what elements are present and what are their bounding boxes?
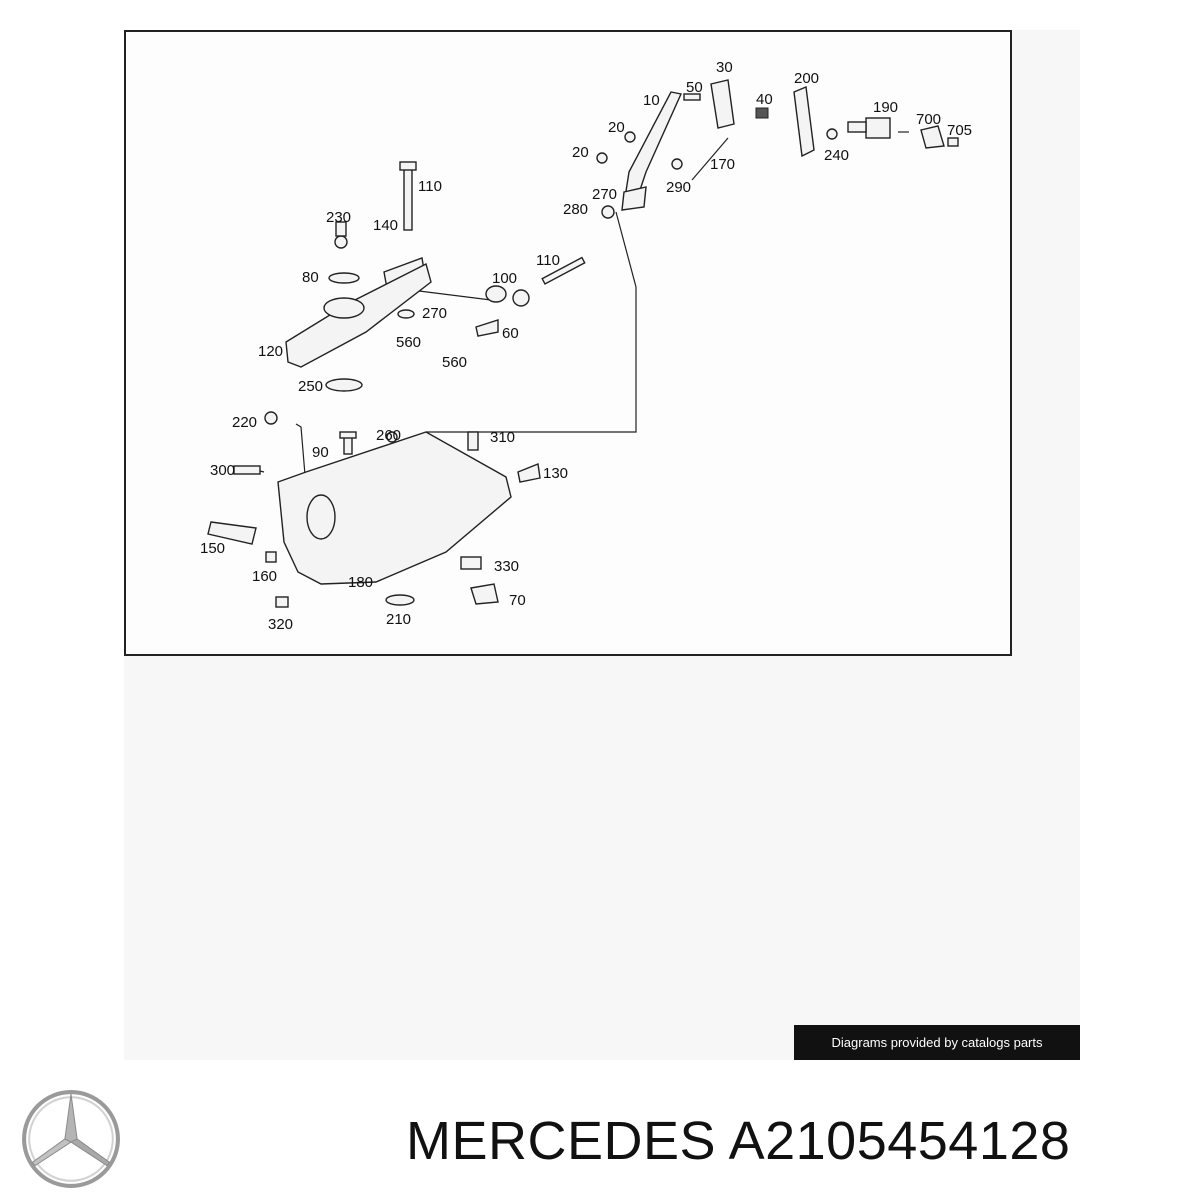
- callout-130: 130: [543, 465, 568, 482]
- callout-290: 290: [666, 179, 691, 196]
- callout-110-upper: 110: [418, 178, 442, 195]
- callout-30: 30: [716, 59, 733, 76]
- callout-80: 80: [302, 269, 319, 286]
- callout-705: 705: [947, 122, 972, 139]
- part-number: A2105454128: [728, 1111, 1071, 1171]
- callout-170: 170: [710, 156, 735, 173]
- callout-160: 160: [252, 568, 277, 585]
- callout-120: 120: [258, 343, 283, 360]
- callout-labels: 10 20 20 30 40 50 60 70 80 90 100 110 11…: [200, 59, 972, 633]
- callout-300: 300: [210, 462, 235, 479]
- leader-lines: [243, 131, 909, 581]
- callout-260: 260: [376, 427, 401, 444]
- pedal-lever-assembly: [596, 79, 959, 219]
- callout-100: 100: [492, 270, 517, 287]
- callout-270-upper: 270: [592, 186, 617, 203]
- diagram-drawing: 10 20 20 30 40 50 60 70 80 90 100 110 11…: [200, 59, 972, 633]
- callout-250: 250: [298, 378, 323, 395]
- callout-20-upper: 20: [608, 119, 625, 136]
- callout-90: 90: [312, 444, 329, 461]
- callout-20-lower: 20: [572, 144, 589, 161]
- callout-210: 210: [386, 611, 411, 628]
- callout-280: 280: [563, 201, 588, 218]
- callout-220: 220: [232, 414, 257, 431]
- callout-270-lower: 270: [422, 305, 447, 322]
- callout-560-right: 560: [442, 354, 467, 371]
- shift-lever-assembly: [285, 161, 586, 392]
- callout-320: 320: [268, 616, 293, 633]
- callout-150: 150: [200, 540, 225, 557]
- part-title: MERCEDES A2105454128: [406, 1106, 1070, 1176]
- callout-50: 50: [686, 79, 703, 96]
- callout-110-lower: 110: [536, 252, 560, 269]
- callout-240: 240: [824, 147, 849, 164]
- callout-60: 60: [502, 325, 519, 342]
- callout-10: 10: [643, 92, 660, 109]
- exploded-parts-diagram: 10 20 20 30 40 50 60 70 80 90 100 110 11…: [124, 30, 1012, 656]
- callout-140: 140: [373, 217, 398, 234]
- callout-310: 310: [490, 429, 515, 446]
- callout-190: 190: [873, 99, 898, 116]
- callout-230: 230: [326, 209, 351, 226]
- callout-40: 40: [756, 91, 773, 108]
- callout-700: 700: [916, 111, 941, 128]
- callout-70: 70: [509, 592, 526, 609]
- callout-200: 200: [794, 70, 819, 87]
- mercedes-star-icon: [22, 1090, 120, 1188]
- callout-560-left: 560: [396, 334, 421, 351]
- diagram-credit-badge: Diagrams provided by catalogs parts: [794, 1025, 1080, 1060]
- base-bracket-assembly: [207, 411, 541, 608]
- callout-330: 330: [494, 558, 519, 575]
- callout-180: 180: [348, 574, 373, 591]
- brand-name: MERCEDES: [406, 1111, 717, 1171]
